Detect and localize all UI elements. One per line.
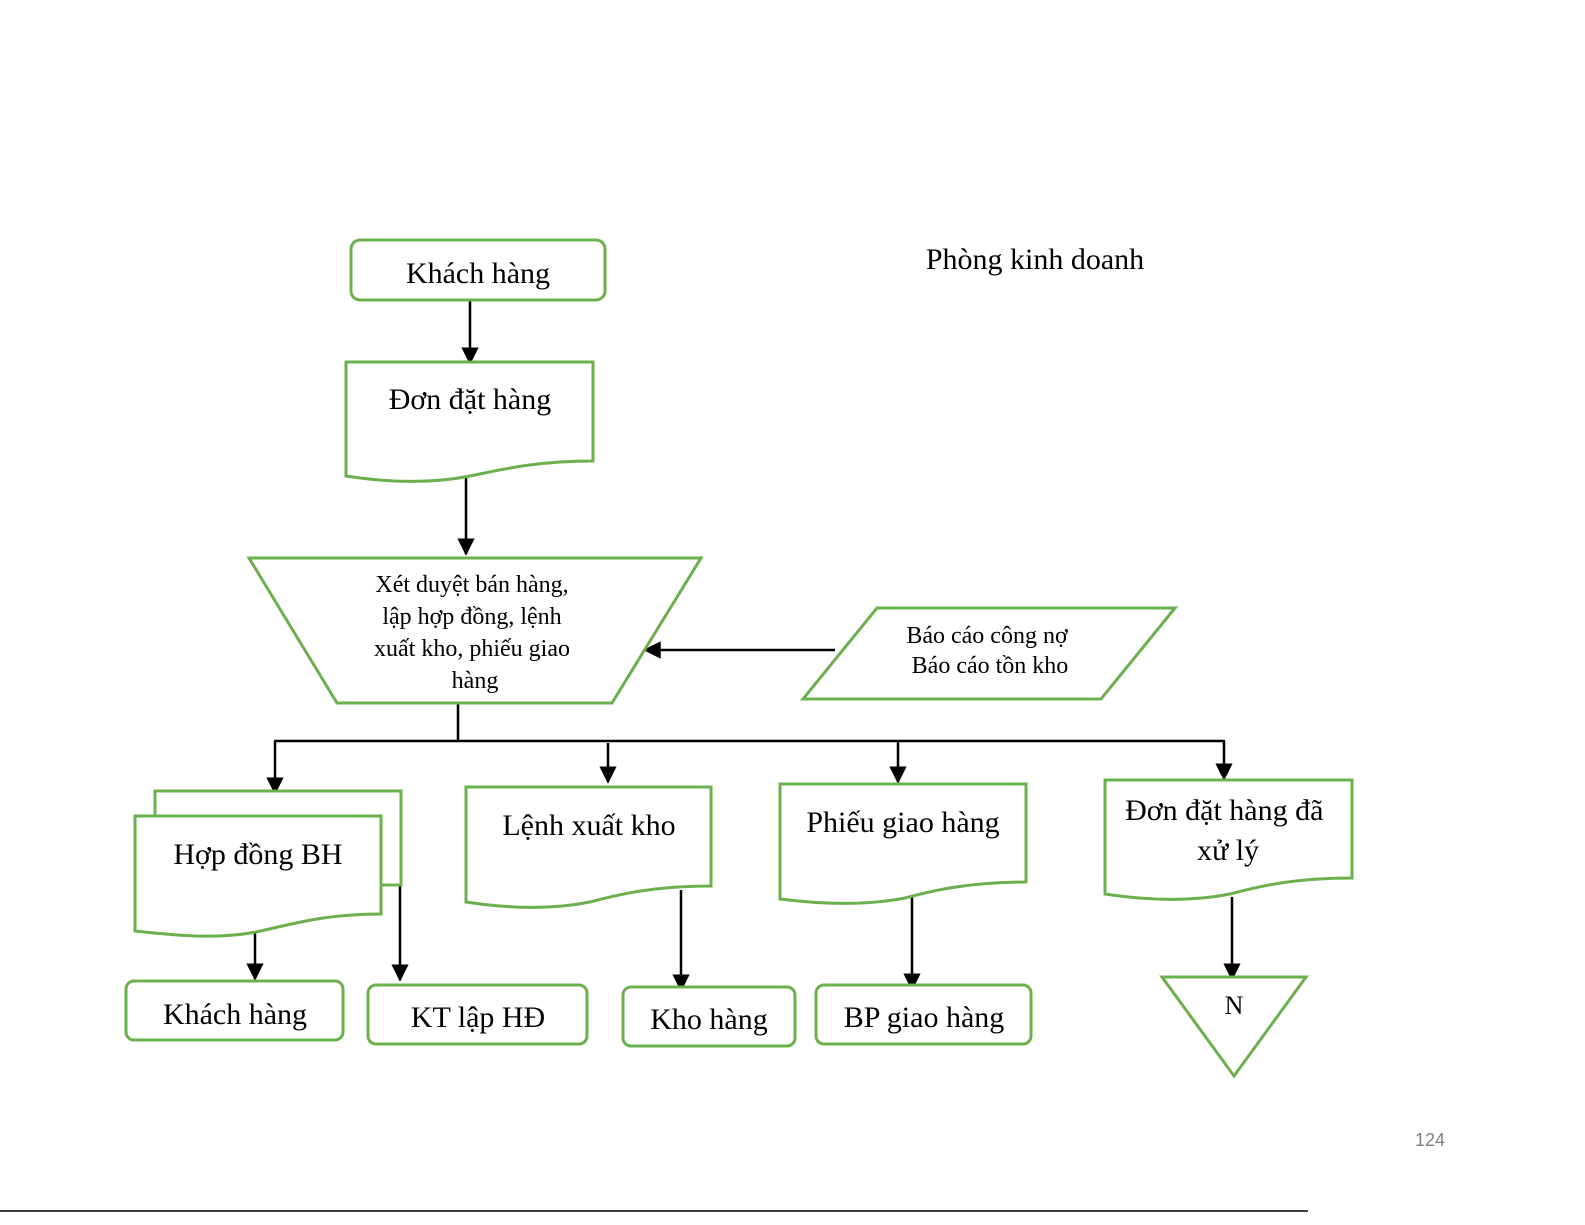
node-order-document-label: Đơn đặt hàng [389, 383, 552, 416]
node-reports[interactable]: Báo cáo công nợ Báo cáo tồn kho [803, 608, 1175, 699]
page-number: 124 [1415, 1130, 1445, 1150]
node-accounting-label: KT lập HĐ [411, 1001, 545, 1034]
node-out-customer[interactable]: Khách hàng [126, 981, 343, 1040]
node-delivery-department-label: BP giao hàng [844, 1001, 1005, 1034]
node-delivery-department[interactable]: BP giao hàng [816, 985, 1031, 1044]
processed-order-line-1: Đơn đặt hàng đã [1125, 794, 1323, 827]
node-release-order-label: Lệnh xuất kho [502, 809, 675, 842]
node-delivery-note-label: Phiếu giao hàng [806, 806, 999, 839]
node-release-order[interactable]: Lệnh xuất kho [466, 787, 711, 907]
approval-line-1: Xét duyệt bán hàng, [375, 572, 568, 598]
approval-line-3: xuất kho, phiếu giao [374, 636, 570, 662]
node-warehouse-label: Kho hàng [650, 1003, 767, 1036]
node-sales-contract-label: Hợp đồng BH [173, 838, 342, 871]
node-warehouse[interactable]: Kho hàng [623, 987, 795, 1046]
reports-line-1: Báo cáo công nợ [906, 623, 1068, 649]
node-order-document[interactable]: Đơn đặt hàng [346, 362, 593, 481]
node-accounting[interactable]: KT lập HĐ [368, 985, 587, 1044]
node-top-customer[interactable]: Khách hàng [351, 240, 605, 300]
approval-line-4: hàng [452, 668, 499, 694]
node-sales-approval[interactable]: Xét duyệt bán hàng, lập hợp đồng, lệnh x… [249, 558, 701, 703]
reports-line-2: Báo cáo tồn kho [912, 653, 1069, 679]
processed-order-line-2: xử lý [1197, 834, 1259, 867]
approval-line-2: lập hợp đồng, lệnh [382, 604, 561, 630]
node-out-customer-label: Khách hàng [163, 998, 307, 1031]
node-offline-storage[interactable]: N [1162, 977, 1306, 1076]
node-delivery-note[interactable]: Phiếu giao hàng [780, 784, 1026, 903]
node-processed-order[interactable]: Đơn đặt hàng đã xử lý [1105, 780, 1352, 899]
department-title: Phòng kinh doanh [926, 243, 1144, 276]
node-top-customer-label: Khách hàng [406, 257, 550, 290]
node-sales-contract[interactable]: Hợp đồng BH [135, 791, 401, 936]
node-offline-storage-label: N [1225, 991, 1244, 1020]
